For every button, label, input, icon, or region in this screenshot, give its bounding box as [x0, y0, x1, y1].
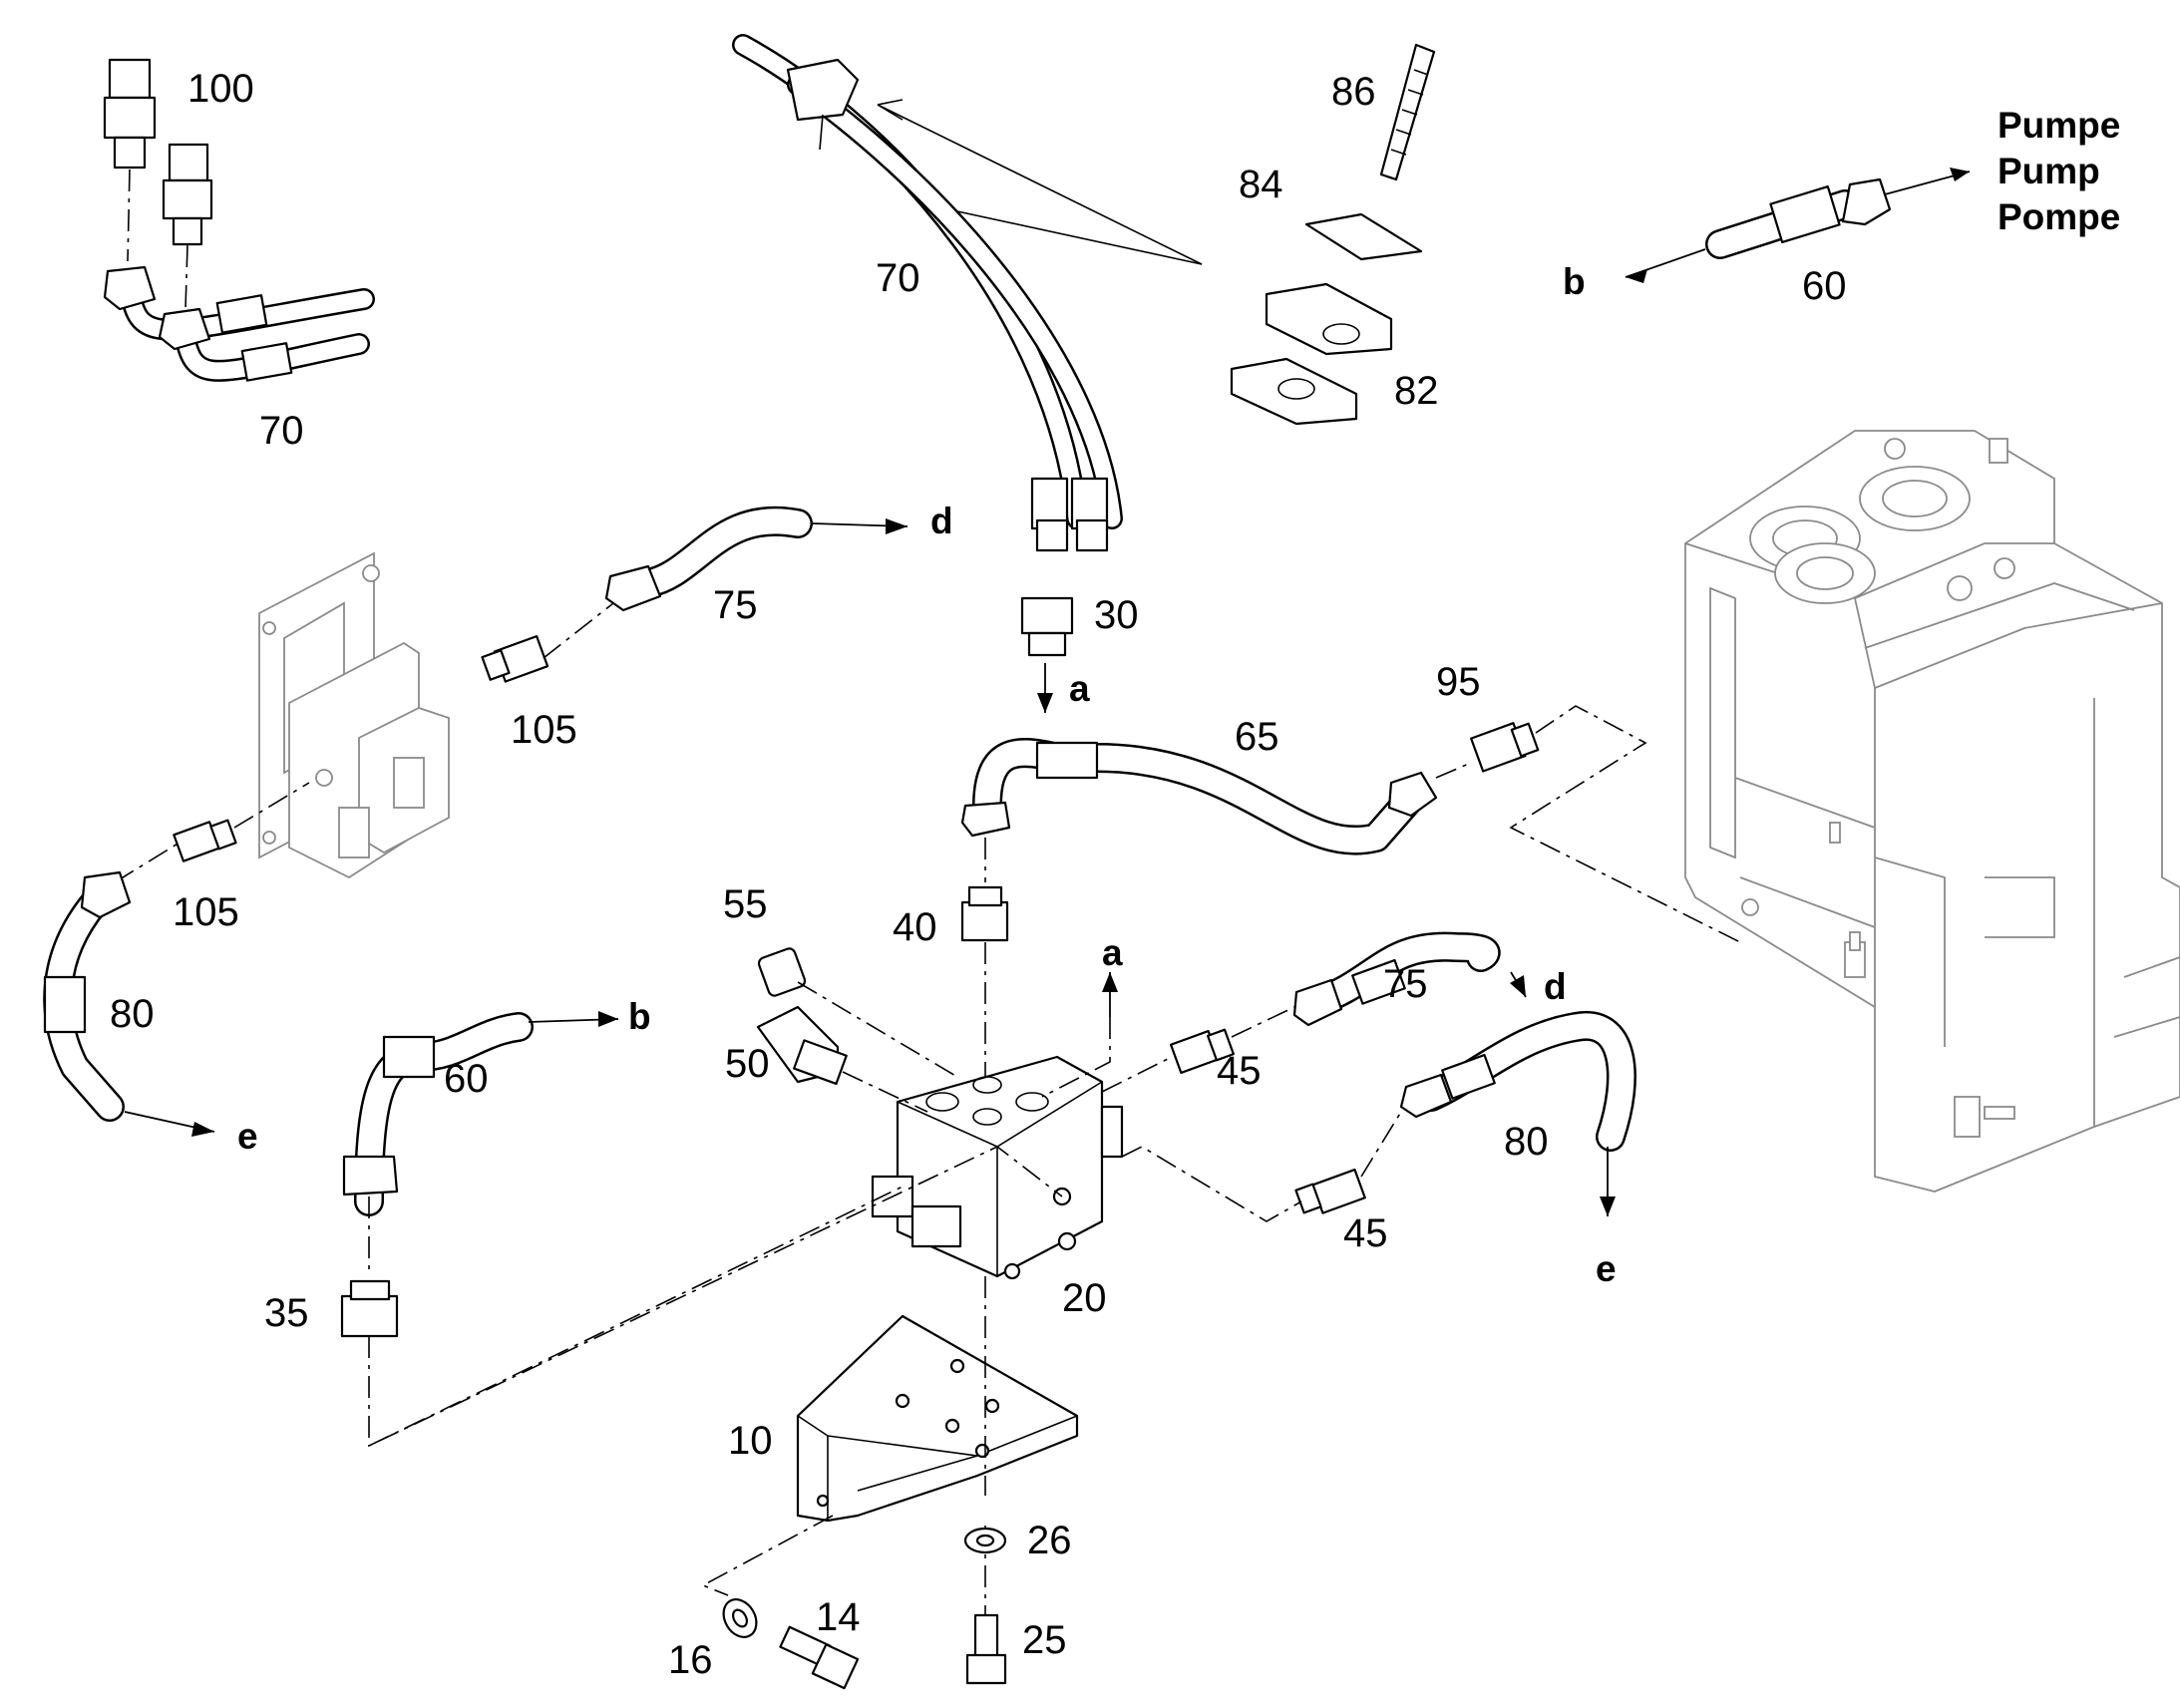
connection-letter-b-mid: b	[628, 996, 651, 1037]
part-number-55: 55	[723, 882, 768, 926]
fitting-95	[1470, 722, 1540, 773]
part-number-75-upper: 75	[713, 583, 758, 627]
connection-letter-d-right: d	[1544, 966, 1567, 1007]
center-line-a-lower	[1041, 1017, 1111, 1098]
part-number-86: 86	[1331, 70, 1376, 114]
part-number-50: 50	[725, 1042, 770, 1086]
center-line-55-50	[797, 981, 958, 1113]
fitting-105-lower	[173, 819, 237, 862]
center-line-105-lower	[114, 782, 310, 883]
part-number-45-upper: 45	[1217, 1049, 1262, 1093]
part-number-70-top: 70	[876, 256, 920, 300]
part-number-20: 20	[1062, 1276, 1107, 1320]
cover-plate-84	[1304, 212, 1423, 261]
hose-80-left	[43, 870, 215, 1137]
center-line-105-upper	[543, 602, 614, 659]
fitting-50	[756, 1005, 848, 1086]
part-number-84: 84	[1239, 163, 1283, 206]
washer-26	[963, 1527, 1007, 1554]
fitting-45-upper	[1169, 1028, 1236, 1075]
fittings-100	[103, 58, 213, 310]
center-line-45-lower	[1121, 1111, 1402, 1222]
connection-letter-a-upper: a	[1069, 668, 1090, 709]
clamp-block-82	[1230, 282, 1393, 426]
pump-label-de: Pumpe	[1998, 105, 2120, 146]
center-line-45-upper	[1101, 1006, 1295, 1093]
part-number-75-right: 75	[1383, 962, 1428, 1006]
hose-65	[960, 738, 1438, 855]
connection-letter-e-left: e	[237, 1116, 258, 1157]
hose-60-pump	[1625, 168, 1971, 283]
part-number-105-lower: 105	[173, 890, 239, 934]
part-number-82: 82	[1394, 369, 1439, 413]
part-number-60-top: 60	[1802, 264, 1847, 308]
pump-label-fr: Pompe	[1998, 196, 2120, 237]
valve-block-assembly	[258, 551, 450, 879]
part-number-10: 10	[728, 1419, 773, 1463]
part-number-80-left: 80	[110, 992, 155, 1036]
washer-16	[722, 1598, 758, 1638]
part-number-70-top-left: 70	[259, 409, 304, 453]
connection-letter-b-top: b	[1563, 261, 1586, 302]
part-number-80-right: 80	[1504, 1120, 1549, 1164]
plug-55	[757, 947, 807, 997]
part-number-26: 26	[1027, 1519, 1072, 1562]
part-number-40: 40	[893, 905, 937, 949]
screw-14	[779, 1625, 860, 1690]
part-number-30: 30	[1094, 593, 1139, 637]
screw-86	[1379, 43, 1436, 181]
part-number-14: 14	[816, 1595, 861, 1639]
part-number-45-lower: 45	[1343, 1211, 1388, 1255]
hose-75-upper	[604, 506, 908, 612]
part-number-60-mid: 60	[444, 1057, 489, 1101]
part-number-25: 25	[1022, 1618, 1067, 1662]
hose-80-right	[1399, 1010, 1636, 1216]
hose-assembly-70-top	[732, 34, 1123, 552]
pump-label-en: Pump	[1998, 151, 2100, 191]
part-number-65: 65	[1235, 715, 1279, 759]
connection-letter-d-upper: d	[930, 501, 953, 541]
mounting-bracket-10	[796, 1314, 1079, 1523]
part-number-100: 100	[187, 67, 254, 111]
part-number-95: 95	[1436, 660, 1481, 704]
hose-75-right	[1292, 931, 1527, 1027]
fitting-35	[340, 1279, 399, 1338]
fitting-105-upper	[481, 634, 549, 683]
clamp-leader-lines	[877, 99, 1203, 265]
valve-block-20	[871, 1055, 1124, 1280]
screw-25	[965, 1613, 1007, 1685]
machine-housing	[1684, 430, 2180, 1193]
fitting-45-lower	[1294, 1168, 1366, 1214]
hoses-70-top-left	[103, 265, 375, 382]
center-line-95	[1435, 705, 1741, 943]
center-line-35	[368, 1146, 1063, 1448]
connection-letter-a-lower: a	[1102, 932, 1123, 973]
hose-60-mid	[342, 1011, 619, 1216]
part-number-16: 16	[668, 1638, 713, 1682]
fitting-40	[960, 885, 1009, 942]
part-number-105-upper: 105	[511, 708, 577, 752]
fitting-30	[1020, 596, 1074, 657]
connection-letter-e-right: e	[1596, 1248, 1617, 1289]
part-number-35: 35	[264, 1291, 309, 1335]
